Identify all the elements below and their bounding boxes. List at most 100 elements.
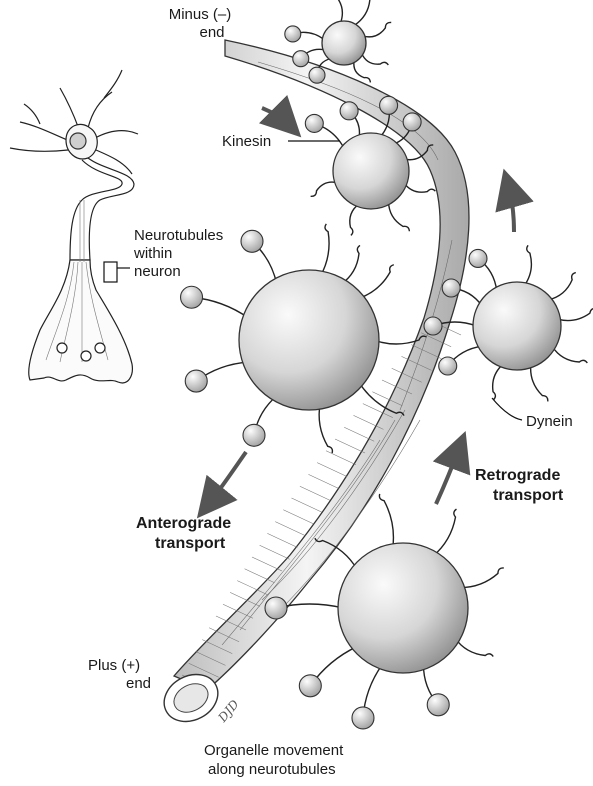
motor-protein-leg — [337, 0, 344, 24]
direction-arrows — [196, 94, 534, 519]
tubule-ring — [188, 662, 219, 678]
tubule-ring — [244, 568, 275, 584]
tubule-ring — [381, 379, 413, 395]
motor-protein-leg — [454, 637, 494, 657]
organelle-sphere — [337, 542, 469, 674]
minus-end-label-line1: Minus (–) — [169, 6, 232, 23]
plus-end-lumen — [173, 683, 209, 713]
motor-protein-leg — [387, 201, 411, 232]
tubule-ring — [401, 356, 432, 371]
neurotubule — [163, 39, 470, 723]
motor-head — [351, 706, 375, 730]
motor-head — [184, 369, 208, 393]
motor-protein-leg — [556, 307, 593, 322]
kinesin-motion-arrow — [258, 94, 302, 138]
motor-head — [423, 316, 443, 336]
organelle-large-left — [179, 223, 427, 454]
tubule-ring — [372, 391, 403, 407]
neurotubules-label-line2: within — [133, 245, 172, 262]
caption-line1: Organelle movement — [204, 742, 344, 759]
inset-highlight-box — [103, 261, 118, 283]
neurotubules-label-line1: Neurotubules — [134, 227, 223, 244]
tubule-ring — [275, 521, 306, 536]
anterograde-label-line1: Anterograde — [136, 515, 231, 532]
tubule-ring — [267, 533, 298, 548]
motor-head — [304, 113, 324, 133]
tubule-ring — [222, 603, 254, 619]
organelle-kinesin — [304, 95, 436, 236]
anterograde-arrow — [196, 450, 248, 519]
organelle-sphere — [321, 20, 367, 66]
anterograde-label-line2: transport — [155, 535, 226, 552]
motor-head — [179, 285, 204, 309]
tubule-ring — [237, 580, 268, 595]
motor-protein-leg — [318, 403, 334, 454]
tubule-ring — [291, 497, 322, 513]
kinesin-label: Kinesin — [222, 133, 271, 150]
motor-protein-leg — [432, 508, 457, 557]
motor-head — [284, 25, 302, 43]
motor-head — [240, 229, 264, 253]
vesicle — [56, 342, 68, 354]
leader-lines — [288, 140, 523, 421]
plus-end-label-line2: end — [126, 675, 151, 692]
caption-line2: along neurotubules — [208, 761, 336, 778]
motor-protein-leg — [358, 264, 395, 300]
retrograde-label-line1: Retrograde — [475, 467, 560, 484]
organelles — [179, 0, 593, 730]
tubule-ring — [353, 415, 384, 430]
neuron-axon-hillock — [69, 157, 135, 261]
neuron-axon-terminal — [28, 259, 133, 384]
motor-head — [426, 693, 450, 717]
neuron-dendrites — [9, 69, 139, 175]
tubule-ring — [215, 615, 247, 631]
tubule-ring — [411, 344, 442, 359]
motor-head — [242, 423, 266, 447]
organelle-sphere — [472, 281, 562, 371]
motor-head — [438, 356, 458, 376]
motor-head — [441, 278, 461, 298]
motor-head — [264, 596, 288, 620]
tubule-ring — [362, 403, 393, 418]
tubule-ring — [421, 332, 452, 348]
motor-head — [468, 248, 488, 269]
motor-protein-leg — [310, 181, 339, 198]
motor-head — [298, 674, 322, 698]
labels: Minus (–) end Kinesin Neurotubules withi… — [88, 6, 573, 778]
motor-protein-leg — [373, 335, 427, 345]
motor-head — [379, 95, 399, 115]
artist-signature: DJD — [215, 697, 242, 725]
motor-protein-leg — [353, 60, 372, 83]
vesicle — [80, 350, 92, 362]
motor-protein-leg — [362, 21, 392, 38]
motor-protein-leg — [340, 244, 361, 285]
motor-protein-leg — [403, 144, 434, 161]
motor-head — [292, 50, 310, 68]
neurotubules-label-line3: neuron — [134, 263, 181, 280]
tubule-ring — [334, 438, 366, 454]
motor-protein-leg — [360, 52, 389, 66]
motor-head — [339, 101, 359, 121]
vesicle — [94, 342, 106, 354]
tubule-ring — [299, 485, 330, 501]
tubule-ring — [251, 556, 283, 572]
motor-head — [308, 66, 326, 84]
minus-end-label-line2: end — [199, 24, 224, 41]
plus-end-label-line1: Plus (+) — [88, 657, 140, 674]
tubule-ring — [283, 509, 314, 525]
motor-protein-leg — [403, 182, 436, 193]
tubule-ring — [208, 627, 240, 643]
motor-protein-leg — [547, 271, 577, 301]
motor-protein-leg — [357, 381, 405, 416]
motor-protein-leg — [349, 203, 360, 236]
neuron-inset — [9, 69, 139, 384]
motor-head — [402, 112, 422, 132]
retrograde-top-arrow — [495, 168, 534, 233]
motor-protein-leg — [319, 223, 330, 277]
motor-protein-leg — [529, 363, 549, 402]
tubule-ring — [229, 592, 261, 607]
motor-protein-leg — [551, 345, 588, 364]
organelle-sphere — [238, 269, 380, 411]
tubule-ring — [259, 544, 290, 560]
